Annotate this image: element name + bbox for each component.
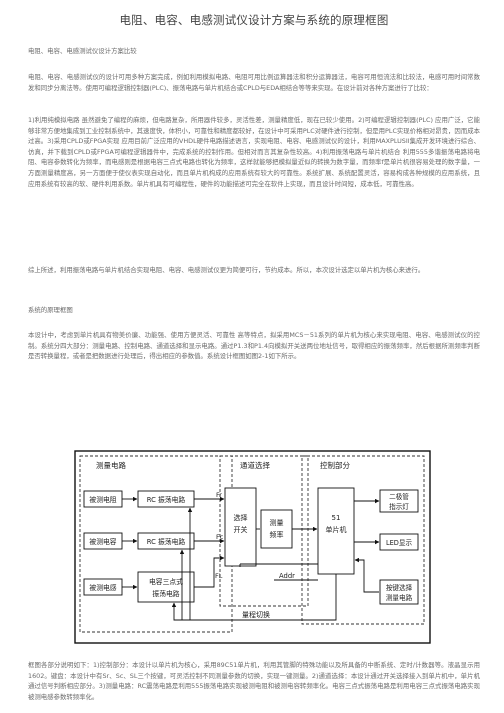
group-channel-label: 通道选择	[240, 460, 270, 470]
section-heading-block-diagram: 系统的原理框图	[28, 306, 73, 314]
cap-label: 被测电容	[89, 537, 116, 546]
led-indicator-line2: 指示灯	[389, 502, 409, 511]
paragraph-schemes: 1)利用纯模拟电路 虽然避免了编程的麻烦，但电路复杂，所用器件较多，灵活性差，测…	[28, 116, 480, 188]
paragraph-conclusion: 综上所述，利用振荡电路与单片机结合实现电阻、电容、电感测试仪更为简便可行，节约成…	[28, 266, 425, 274]
page-title: 电阻、电容、电感测试仪设计方案与系统的原理框图	[119, 13, 389, 27]
select-switch-line2: 开关	[234, 525, 248, 534]
key-select-line2: 测量电路	[386, 593, 413, 602]
led-display-label: LED显示	[386, 539, 413, 547]
ind-label: 被测电感	[89, 583, 116, 592]
group-channel-box	[219, 455, 309, 607]
led-indicator-box	[379, 489, 419, 513]
cap3-osc-box	[137, 571, 195, 603]
led-display-box	[379, 533, 419, 551]
res-label: 被测电阻	[89, 495, 116, 504]
block-diagram: 测量电路 通道选择 控制部分 被测电阻 被测电容 被测电感 RC 振荡电路 RC…	[74, 450, 431, 644]
diagram-frame	[74, 450, 431, 644]
cap3-osc-line2: 振荡电路	[152, 589, 179, 598]
measure-freq-line2: 频率	[270, 530, 284, 539]
fl-label: FL	[215, 572, 223, 580]
paragraph-explanation: 框图各部分说明如下：1)控制部分：本设计以单片机为核心，采用89C51单片机，利…	[28, 661, 480, 701]
select-switch-line1: 选择	[234, 513, 248, 522]
group-control-box	[301, 455, 425, 625]
group-measure-label: 测量电路	[96, 460, 126, 470]
measure-freq-box	[260, 509, 293, 549]
select-switch-box	[224, 487, 257, 567]
key-select-box	[379, 579, 419, 605]
mcu-box	[317, 487, 355, 575]
cap3-osc-line1: 电容三点式	[149, 577, 183, 586]
fc-label: Fc	[216, 533, 224, 541]
range-switch-label: 量程切换	[242, 610, 270, 619]
group-control-label: 控制部分	[320, 460, 350, 470]
key-select-line1: 按键选择	[386, 583, 413, 592]
mcu-line2: 单片机	[326, 525, 347, 534]
addr-label: Addr	[279, 572, 295, 580]
led-indicator-line1: 二极管	[389, 492, 409, 501]
section-heading-comparison: 电阻、电容、电感测试仪设计方案比较	[28, 47, 137, 55]
paragraph-system: 本设计中，考虑到单片机具有物美价廉、功能强、使用方便灵活、可靠性 高等特点，拟采…	[28, 331, 480, 361]
mcu-line1: 51	[332, 514, 341, 522]
paragraph-intro: 电阻、电容、电感测试仪的设计可用多种方案完成，例如利用模拟电路、电阻可用比例运算…	[28, 73, 480, 92]
rc-osc-1-label: RC 振荡电路	[147, 495, 186, 504]
measure-freq-line1: 测量	[270, 519, 284, 527]
fr-label: Fr	[216, 491, 222, 499]
rc-osc-2-label: RC 振荡电路	[147, 537, 186, 546]
